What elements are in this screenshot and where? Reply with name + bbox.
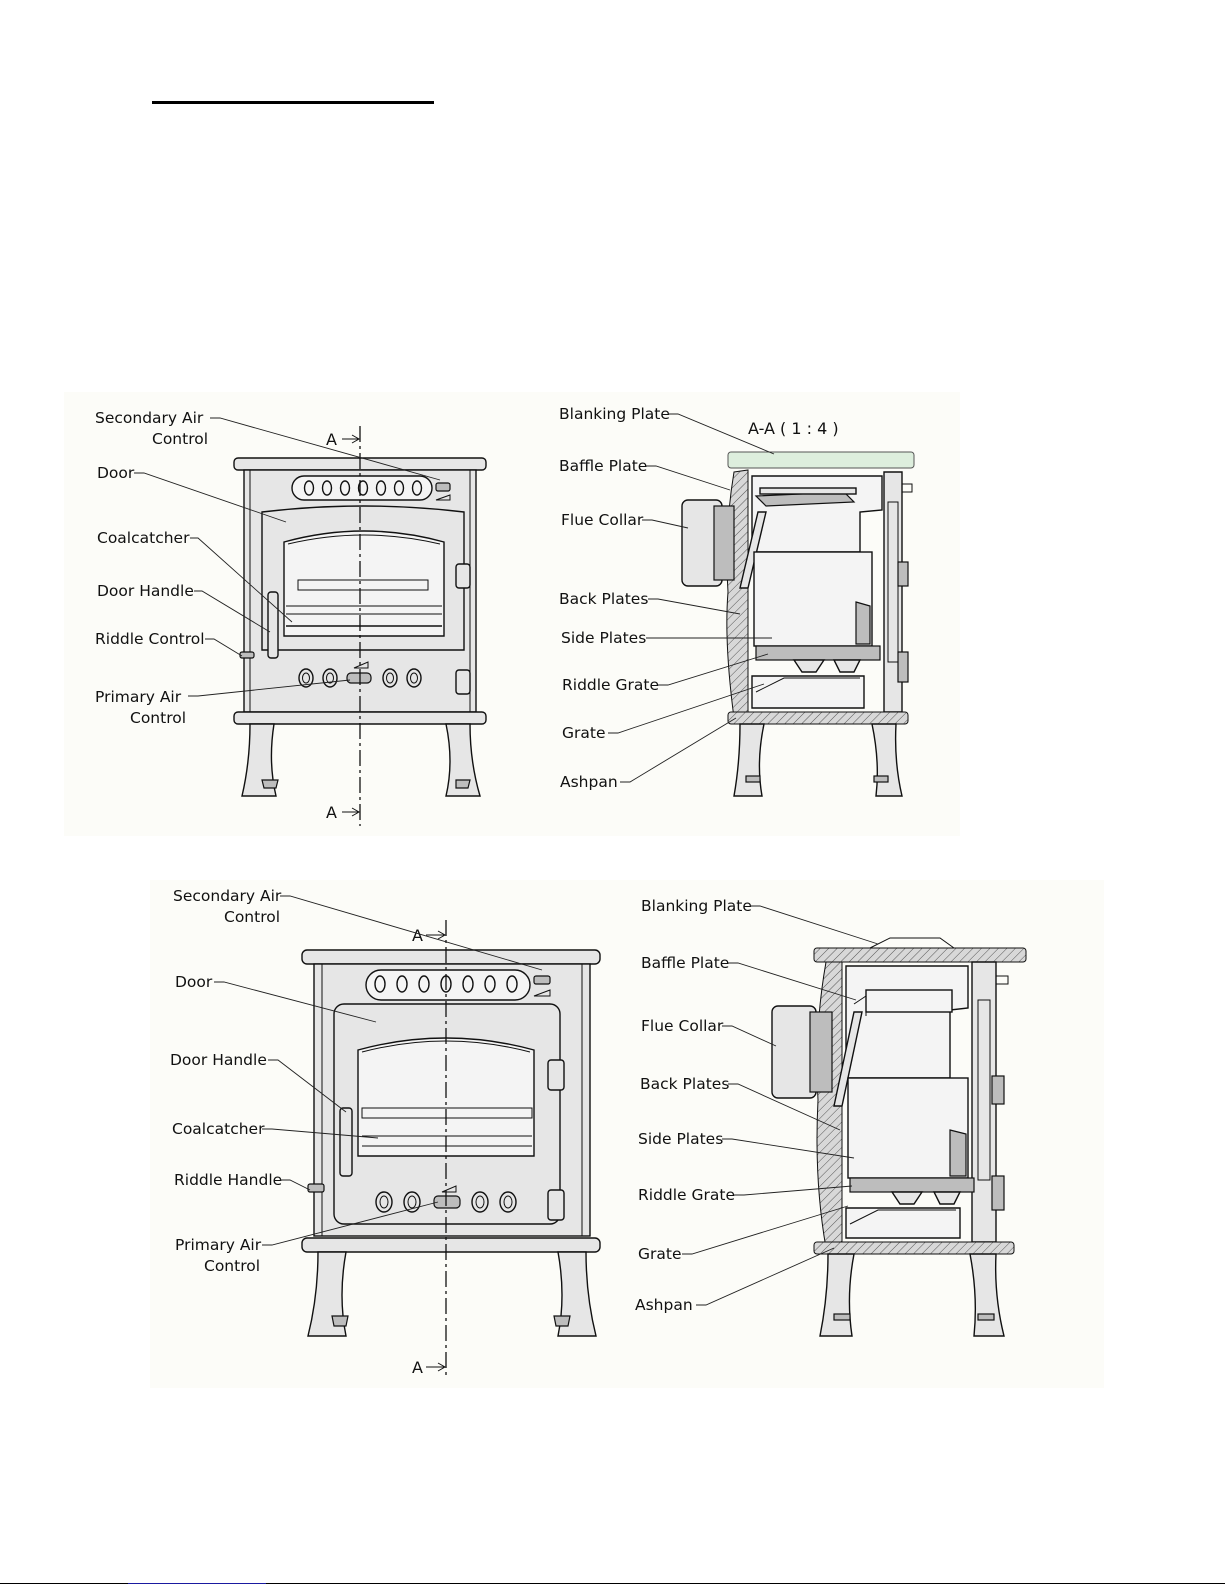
hinge-lower	[455, 669, 471, 695]
secondary-air-slider	[435, 482, 451, 492]
label-baffle-plate: Baffle Plate	[641, 954, 729, 972]
label-baffle-plate: Baffle Plate	[559, 457, 647, 475]
secondary-air-slider	[533, 975, 551, 985]
label-back-plates: Back Plates	[640, 1075, 729, 1093]
front-view-stove	[301, 920, 601, 1378]
section-marker-bottom: A	[412, 1358, 423, 1377]
label-primary-air-control: Control	[130, 709, 186, 727]
label-flue-collar: Flue Collar	[561, 511, 644, 529]
section-view-stove	[771, 937, 1027, 1337]
section-marker-top: A	[412, 926, 423, 945]
footer-rule-link	[128, 1583, 266, 1584]
label-secondary-air-control: Control	[224, 908, 280, 926]
section-view-stove	[681, 451, 915, 797]
secondary-air-holes	[374, 975, 518, 993]
section-marker-bottom: A	[326, 803, 337, 822]
stove-diagram-top: A A Secondary Air Control Door Coalcatch…	[64, 392, 960, 836]
label-riddle-handle: Riddle Handle	[174, 1171, 282, 1189]
label-side-plates: Side Plates	[638, 1130, 723, 1148]
footer-rule-right	[266, 1583, 1225, 1584]
primary-air-holes	[375, 1191, 517, 1213]
ashpan	[845, 1207, 961, 1239]
label-back-plates: Back Plates	[559, 590, 648, 608]
label-riddle-grate: Riddle Grate	[562, 676, 659, 694]
label-side-plates: Side Plates	[561, 629, 646, 647]
side-plate	[753, 551, 873, 647]
leg-right	[445, 723, 481, 797]
label-secondary-air: Secondary Air	[95, 409, 204, 427]
label-door-handle: Door Handle	[97, 582, 194, 600]
label-riddle-grate: Riddle Grate	[638, 1186, 735, 1204]
side-plate	[847, 1077, 969, 1179]
stove-diagram-bottom: A A Secondary Air Control Door Door Hand…	[150, 880, 1104, 1388]
hinge-upper	[455, 563, 471, 589]
label-grate: Grate	[562, 724, 606, 742]
leg-left	[307, 1251, 347, 1337]
label-primary-air: Primary Air	[95, 688, 182, 706]
front-view-stove	[233, 426, 487, 826]
hinge-upper	[547, 1059, 565, 1091]
riddle-control	[239, 651, 255, 659]
leg-left	[241, 723, 277, 797]
door-handle	[267, 591, 279, 659]
ashpan	[751, 675, 865, 709]
label-coalcatcher: Coalcatcher	[97, 529, 190, 547]
primary-air-slider	[346, 672, 372, 684]
primary-air-slider	[433, 1195, 461, 1209]
secondary-air-holes	[303, 480, 423, 496]
section-marker-top: A	[326, 430, 337, 449]
leg-right	[557, 1251, 597, 1337]
front-leader-lines	[214, 895, 543, 1246]
label-ashpan: Ashpan	[560, 773, 618, 791]
section-leader-lines	[608, 413, 775, 783]
door-handle	[339, 1107, 353, 1177]
riddle-grate	[849, 1177, 975, 1193]
label-blanking-plate: Blanking Plate	[641, 897, 752, 915]
label-flue-collar: Flue Collar	[641, 1017, 724, 1035]
label-secondary-air-control: Control	[152, 430, 208, 448]
section-leader-lines	[682, 905, 879, 1306]
section-title: A-A ( 1 : 4 )	[748, 419, 839, 438]
label-secondary-air: Secondary Air	[173, 887, 282, 905]
label-door: Door	[175, 973, 213, 991]
front-leader-lines	[134, 417, 441, 697]
baffle-plate	[865, 989, 953, 1013]
door-window	[283, 530, 445, 637]
label-ashpan: Ashpan	[635, 1296, 693, 1314]
label-grate: Grate	[638, 1245, 682, 1263]
hinge-lower	[547, 1189, 565, 1221]
label-blanking-plate: Blanking Plate	[559, 405, 670, 423]
label-door: Door	[97, 464, 135, 482]
riddle-grate	[755, 645, 881, 661]
label-riddle-control: Riddle Control	[95, 630, 205, 648]
riddle-handle	[307, 1183, 325, 1193]
primary-air-holes	[298, 668, 422, 688]
label-coalcatcher: Coalcatcher	[172, 1120, 265, 1138]
label-door-handle: Door Handle	[170, 1051, 267, 1069]
footer-rule-left	[0, 1583, 128, 1584]
label-primary-air-control: Control	[204, 1257, 260, 1275]
heading-underline	[152, 101, 434, 104]
label-primary-air: Primary Air	[175, 1236, 262, 1254]
